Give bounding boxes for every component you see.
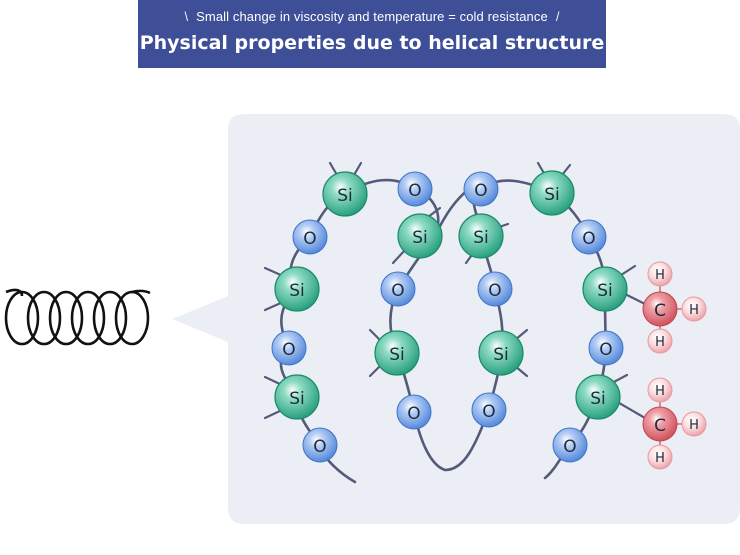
oxygen-label: O bbox=[482, 402, 495, 422]
oxygen-atom: O bbox=[380, 271, 416, 307]
carbon-atom: C bbox=[642, 406, 678, 442]
oxygen-label: O bbox=[313, 437, 326, 457]
header-slash-right: / bbox=[555, 9, 560, 24]
header-slash-left: \ bbox=[184, 9, 189, 24]
silicon-atom: Si bbox=[575, 374, 621, 420]
methyl-group-upper: C H H H bbox=[642, 261, 707, 354]
oxygen-label: O bbox=[282, 340, 295, 360]
oxygen-atom: O bbox=[463, 171, 499, 207]
hydrogen-label: H bbox=[689, 418, 699, 433]
header-subtitle: Small change in viscosity and temperatur… bbox=[196, 9, 548, 24]
header-title: Physical properties due to helical struc… bbox=[139, 32, 605, 54]
oxygen-atom: O bbox=[271, 330, 307, 366]
silicon-label: Si bbox=[389, 345, 405, 365]
molecule-panel bbox=[172, 114, 740, 524]
oxygen-atom: O bbox=[396, 394, 432, 430]
oxygen-atoms: O O O O O O O O O O O O bbox=[271, 171, 624, 463]
silicon-label: Si bbox=[597, 281, 613, 301]
oxygen-atom: O bbox=[471, 392, 507, 428]
silicon-label: Si bbox=[412, 228, 428, 248]
carbon-label: C bbox=[654, 416, 666, 436]
oxygen-atom: O bbox=[588, 330, 624, 366]
silicon-label: Si bbox=[289, 389, 305, 409]
silicon-atom: Si bbox=[274, 374, 320, 420]
hydrogen-atom: H bbox=[681, 411, 707, 437]
hydrogen-label: H bbox=[655, 268, 665, 283]
oxygen-atom: O bbox=[552, 427, 588, 463]
silicon-label: Si bbox=[493, 345, 509, 365]
silicon-atom: Si bbox=[458, 213, 504, 259]
hydrogen-label: H bbox=[655, 335, 665, 350]
silicon-label: Si bbox=[473, 228, 489, 248]
coil-spring-icon bbox=[4, 288, 151, 346]
silicon-atom: Si bbox=[478, 330, 524, 376]
silicon-atom: Si bbox=[529, 170, 575, 216]
oxygen-atom: O bbox=[477, 271, 513, 307]
oxygen-label: O bbox=[391, 281, 404, 301]
oxygen-label: O bbox=[408, 181, 421, 201]
oxygen-label: O bbox=[488, 281, 501, 301]
oxygen-label: O bbox=[599, 340, 612, 360]
oxygen-label: O bbox=[563, 437, 576, 457]
hydrogen-atom: H bbox=[681, 296, 707, 322]
hydrogen-atom: H bbox=[647, 261, 673, 287]
silicon-label: Si bbox=[590, 389, 606, 409]
silicon-atom: Si bbox=[397, 213, 443, 259]
silicon-atom: Si bbox=[322, 171, 368, 217]
methyl-group-lower: C H H H bbox=[642, 377, 707, 470]
carbon-label: C bbox=[654, 301, 666, 321]
silicon-atom: Si bbox=[374, 330, 420, 376]
silicon-atom: Si bbox=[582, 266, 628, 312]
silicon-atom: Si bbox=[274, 266, 320, 312]
hydrogen-label: H bbox=[655, 384, 665, 399]
oxygen-label: O bbox=[303, 229, 316, 249]
oxygen-atom: O bbox=[571, 219, 607, 255]
oxygen-label: O bbox=[582, 229, 595, 249]
oxygen-label: O bbox=[474, 181, 487, 201]
hydrogen-label: H bbox=[689, 303, 699, 318]
oxygen-label: O bbox=[407, 404, 420, 424]
header-banner: \ Small change in viscosity and temperatu… bbox=[138, 0, 606, 68]
carbon-atom: C bbox=[642, 291, 678, 327]
hydrogen-atom: H bbox=[647, 377, 673, 403]
silicon-atoms: Si Si Si Si Si Si Si Si Si Si bbox=[274, 170, 628, 420]
hydrogen-atom: H bbox=[647, 328, 673, 354]
silicon-label: Si bbox=[544, 185, 560, 205]
hydrogen-label: H bbox=[655, 451, 665, 466]
hydrogen-atom: H bbox=[647, 444, 673, 470]
silicon-label: Si bbox=[289, 281, 305, 301]
header-subtitle-line: \ Small change in viscosity and temperatu… bbox=[138, 0, 606, 24]
silicon-label: Si bbox=[337, 186, 353, 206]
oxygen-atom: O bbox=[292, 219, 328, 255]
oxygen-atom: O bbox=[397, 171, 433, 207]
oxygen-atom: O bbox=[302, 427, 338, 463]
